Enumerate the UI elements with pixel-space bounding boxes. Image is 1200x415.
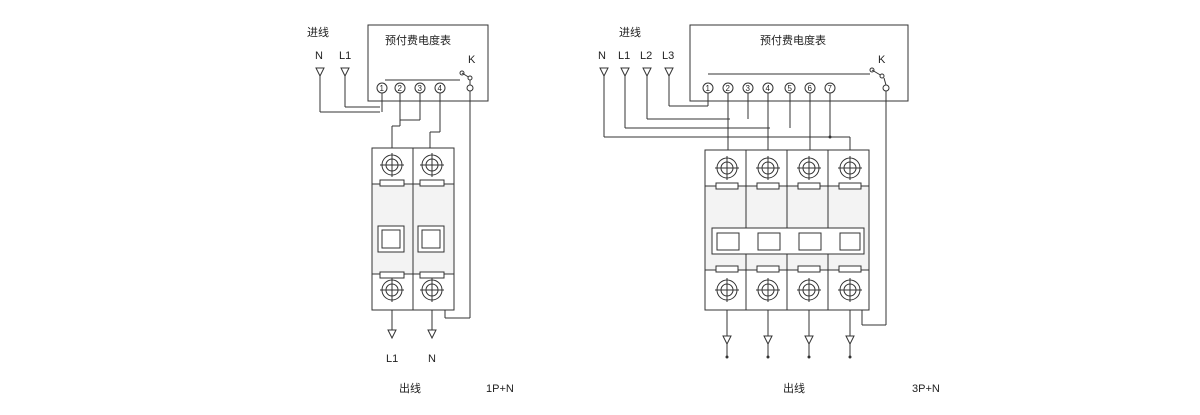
right-input-l2: L2 (640, 50, 652, 62)
right-terminal-5: 5 (788, 84, 793, 93)
left-input-n: N (315, 50, 323, 62)
left-terminal-4: 4 (438, 84, 443, 93)
left-outputs (387, 310, 446, 339)
right-terminals: 1 2 3 4 5 6 7 (702, 82, 836, 94)
right-terminal-wires (707, 91, 887, 326)
left-incoming-label: 进线 (307, 25, 329, 39)
right-diagram: 进线 N L1 L2 L3 预付费电度表 K (598, 24, 940, 395)
left-breaker (371, 147, 455, 311)
right-switch-label: K (878, 54, 886, 66)
left-terminal-3: 3 (418, 84, 423, 93)
left-diagram: 进线 N L1 预付费电度表 K 1 (307, 24, 514, 395)
right-terminal-1: 1 (706, 84, 711, 93)
right-input-l1: L1 (618, 50, 630, 62)
left-output-n: N (428, 353, 436, 365)
left-config-label: 1P+N (486, 383, 514, 395)
right-incoming-label: 进线 (619, 25, 641, 39)
right-config-label: 3P+N (912, 383, 940, 395)
left-switch-k: K (385, 54, 476, 92)
right-outputs (722, 310, 863, 359)
left-outgoing-label: 出线 (399, 381, 421, 395)
left-terminal-2: 2 (398, 84, 403, 93)
right-terminal-3: 3 (746, 84, 751, 93)
right-terminal-6: 6 (808, 84, 813, 93)
left-input-feeds (315, 67, 380, 113)
right-meter-title: 预付费电度表 (760, 33, 826, 47)
right-terminal-2: 2 (726, 84, 731, 93)
left-meter-title: 预付费电度表 (385, 33, 451, 47)
right-outgoing-label: 出线 (783, 381, 805, 395)
left-switch-label: K (468, 54, 476, 66)
right-input-l3: L3 (662, 50, 674, 62)
right-breaker (704, 149, 870, 311)
right-input-n: N (598, 50, 606, 62)
left-terminal-1: 1 (380, 84, 385, 93)
right-terminal-4: 4 (766, 84, 771, 93)
left-terminal-wires (381, 91, 471, 319)
left-input-l1: L1 (339, 50, 351, 62)
left-output-l1: L1 (386, 353, 398, 365)
right-terminal-7: 7 (828, 84, 833, 93)
